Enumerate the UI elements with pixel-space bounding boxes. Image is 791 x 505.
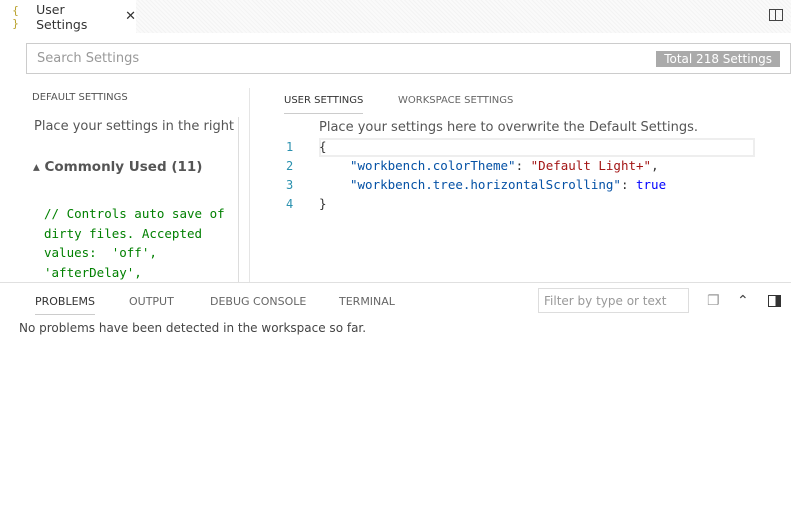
close-icon[interactable]: ✕ (125, 9, 136, 24)
json-value: true (636, 177, 667, 192)
line-number: 3 (286, 178, 294, 192)
divider[interactable] (249, 88, 250, 282)
code-line[interactable]: "workbench.colorTheme": "Default Light+"… (350, 158, 659, 173)
default-settings-header: DEFAULT SETTINGS (32, 92, 128, 103)
line-number: 1 (286, 140, 294, 154)
tab-output[interactable]: OUTPUT (129, 295, 174, 308)
tab-bar: { } User Settings ✕ (0, 0, 791, 33)
scrollbar[interactable] (238, 117, 248, 282)
tab-workspace-settings[interactable]: WORKSPACE SETTINGS (398, 95, 514, 106)
code-line[interactable]: "workbench.tree.horizontalScrolling": tr… (350, 177, 667, 192)
line-number: 4 (286, 197, 294, 211)
settings-count-badge: Total 218 Settings (656, 51, 780, 67)
line-number: 2 (286, 159, 294, 173)
bottom-panel: PROBLEMS OUTPUT DEBUG CONSOLE TERMINAL F… (0, 282, 791, 335)
json-key: "workbench.colorTheme" (350, 158, 516, 173)
default-settings-hint: Place your settings in the right hand (34, 119, 238, 134)
tab-user-settings[interactable]: { } User Settings ✕ (0, 0, 136, 33)
toggle-panel-icon[interactable] (768, 295, 781, 307)
filter-input[interactable]: Filter by type or text (538, 288, 689, 313)
braces-icon: { } (12, 3, 19, 30)
code-open-brace[interactable]: { (319, 139, 327, 154)
user-settings-hint: Place your settings here to overwrite th… (319, 120, 698, 135)
json-key: "workbench.tree.horizontalScrolling" (350, 177, 621, 192)
collapse-all-icon[interactable]: ❐ (707, 293, 720, 309)
tab-user-settings-scope[interactable]: USER SETTINGS (284, 95, 364, 114)
split-editor-icon[interactable] (769, 9, 783, 21)
search-placeholder: Search Settings (37, 51, 140, 66)
tab-problems[interactable]: PROBLEMS (35, 295, 96, 315)
json-value: "Default Light+" (530, 158, 652, 173)
current-line-highlight (319, 138, 755, 157)
setting-comment: // Controls auto save of dirty files. Ac… (44, 206, 225, 280)
tab-debug-console[interactable]: DEBUG CONSOLE (210, 295, 307, 308)
search-input[interactable]: Search Settings Total 218 Settings (26, 43, 791, 74)
code-close-brace[interactable]: } (319, 196, 327, 211)
group-commonly-used[interactable]: ▴ Commonly Used (11) (33, 159, 203, 175)
tab-terminal[interactable]: TERMINAL (339, 295, 395, 308)
problems-message: No problems have been detected in the wo… (19, 321, 367, 335)
chevron-up-icon[interactable]: ⌃ (737, 293, 749, 309)
tab-title: User Settings (36, 1, 88, 32)
